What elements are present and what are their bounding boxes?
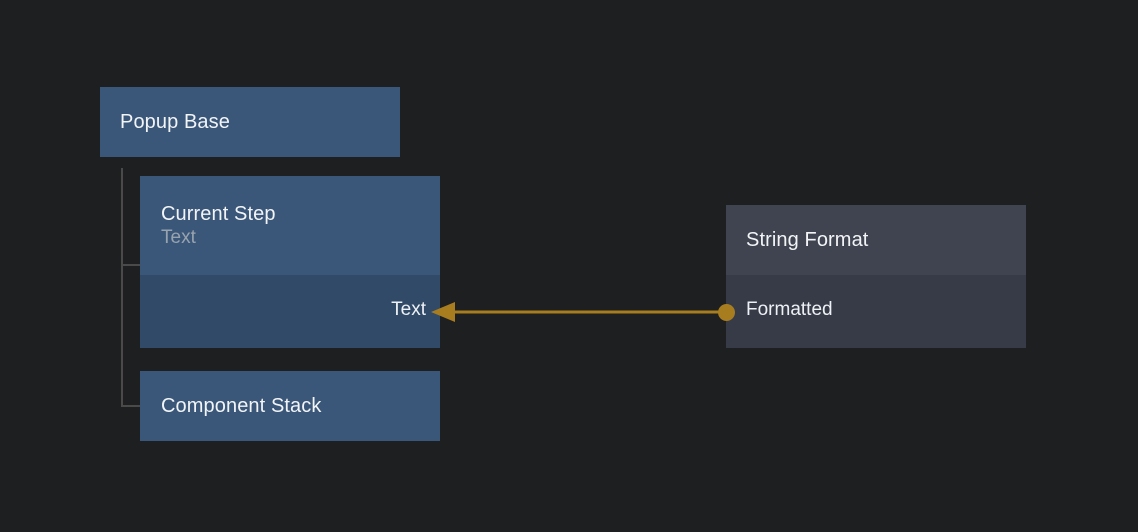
node-string-format[interactable]: String Format Formatted — [726, 205, 1026, 348]
node-component-stack-title: Component Stack — [161, 395, 322, 417]
input-pin-text-label[interactable]: Text — [391, 299, 426, 320]
node-string-format-title: String Format — [746, 229, 869, 251]
tree-connector-vertical — [121, 168, 123, 407]
node-popup-base[interactable]: Popup Base — [100, 87, 400, 157]
tree-connector-branch-current-step — [121, 264, 140, 266]
node-current-step-subtitle: Text — [161, 227, 196, 248]
wire-source-dot-icon[interactable] — [718, 304, 735, 321]
node-string-format-header: String Format — [726, 205, 1026, 275]
node-component-stack-header: Component Stack — [140, 371, 440, 441]
node-current-step-title: Current Step — [161, 203, 276, 225]
node-current-step-body: Text — [140, 275, 440, 348]
node-component-stack[interactable]: Component Stack — [140, 371, 440, 441]
node-popup-base-title: Popup Base — [120, 111, 230, 133]
node-string-format-body: Formatted — [726, 275, 1026, 348]
node-current-step[interactable]: Current Step Text Text — [140, 176, 440, 348]
node-current-step-header: Current Step Text — [140, 176, 440, 275]
node-popup-base-header: Popup Base — [100, 87, 400, 157]
output-pin-formatted-label[interactable]: Formatted — [746, 299, 833, 320]
tree-connector-branch-component-stack — [121, 405, 140, 407]
